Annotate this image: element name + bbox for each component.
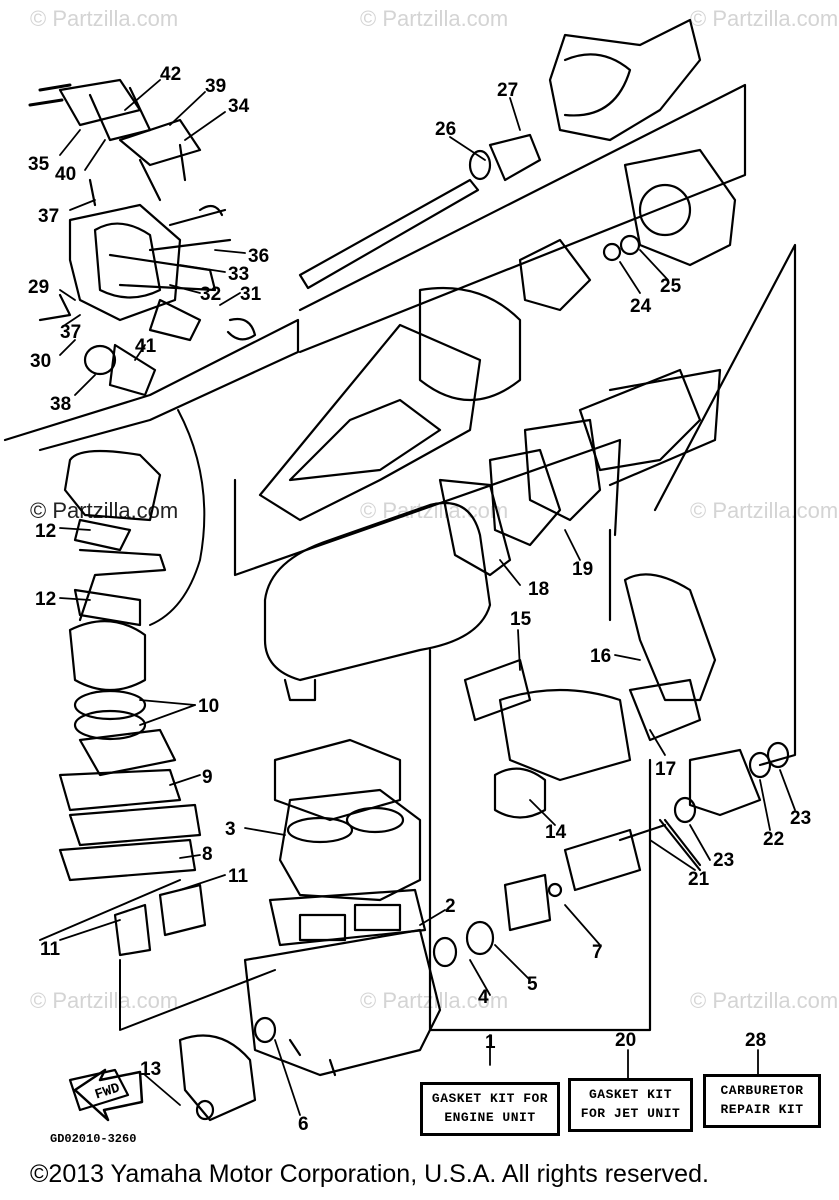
- callout-number: 31: [240, 284, 262, 305]
- callout-number: 19: [572, 559, 593, 580]
- callout-number: 2: [445, 896, 456, 917]
- callout-number: 37: [38, 206, 59, 227]
- callout-number: 39: [205, 76, 226, 97]
- callout-number: 23: [713, 850, 734, 871]
- carburetor-repair-kit-label: CARBURETOR REPAIR KIT: [703, 1074, 821, 1128]
- kit-line: GASKET KIT FOR: [431, 1091, 549, 1106]
- callout-number: 25: [660, 276, 682, 297]
- callout-number: 9: [202, 767, 213, 788]
- callout-number: 26: [435, 119, 456, 140]
- callout-number: 41: [135, 336, 157, 357]
- watermark: © Partzilla.com: [360, 988, 509, 1013]
- callout-number: 20: [615, 1030, 636, 1051]
- callout-number: 15: [510, 609, 532, 630]
- kit-line: CARBURETOR: [720, 1083, 804, 1098]
- callout-number: 11: [228, 866, 249, 887]
- callout-number: 23: [790, 808, 811, 829]
- kit-line: GASKET KIT: [588, 1087, 672, 1102]
- callout-number: 7: [592, 942, 603, 963]
- callout-number: 5: [527, 974, 538, 995]
- callout-number: 29: [28, 277, 49, 298]
- callout-number: 12: [35, 589, 56, 610]
- callout-number: 35: [28, 154, 50, 175]
- callout-number: 38: [50, 394, 71, 415]
- gasket-kit-engine-label: GASKET KIT FOR ENGINE UNIT: [420, 1082, 560, 1136]
- gasket-kit-jet-label: GASKET KIT FOR JET UNIT: [568, 1078, 693, 1132]
- callout-number: 14: [545, 822, 567, 843]
- jet-pump-assembly: [233, 18, 797, 767]
- callout-number: 10: [198, 696, 219, 717]
- diagram-code: GD02010-3260: [50, 1132, 137, 1146]
- callout-number: 40: [55, 164, 76, 185]
- watermark: © Partzilla.com: [690, 6, 839, 31]
- callout-number: 6: [298, 1114, 309, 1135]
- copyright-notice: ©2013 Yamaha Motor Corporation, U.S.A. A…: [30, 1160, 709, 1188]
- callout-number: 8: [202, 844, 213, 865]
- callout-number: 21: [688, 869, 710, 890]
- leader-lines: [59, 79, 796, 1116]
- callout-number: 3: [225, 819, 236, 840]
- callout-number: 34: [228, 96, 250, 117]
- watermark: © Partzilla.com: [360, 6, 509, 31]
- callout-number: 16: [590, 646, 611, 667]
- callout-number: 32: [200, 284, 221, 305]
- callout-number: 24: [630, 296, 652, 317]
- exhaust-assembly: [263, 368, 790, 1032]
- callout-number: 12: [35, 521, 56, 542]
- intake-stack: [39, 409, 276, 1031]
- exploded-parts-diagram: 42 39 34 35 40 37 36 33 29 32 31 37 30 4…: [3, 18, 811, 1135]
- callout-number: 11: [40, 939, 61, 960]
- callout-number: 28: [745, 1030, 766, 1051]
- callout-number: 4: [478, 987, 489, 1008]
- callout-number: 13: [140, 1059, 161, 1080]
- kit-line: ENGINE UNIT: [444, 1110, 536, 1125]
- watermark: © Partzilla.com: [690, 498, 839, 523]
- callout-number: 27: [497, 80, 518, 101]
- callout-number: 33: [228, 264, 249, 285]
- callout-number: 36: [248, 246, 269, 267]
- fwd-arrow-icon: [73, 1068, 144, 1122]
- callout-number: 22: [763, 829, 784, 850]
- carburetor-assembly: [3, 78, 300, 452]
- callout-number: 17: [655, 759, 676, 780]
- callout-number: 30: [30, 351, 51, 372]
- callout-number: 37: [60, 322, 81, 343]
- watermark: © Partzilla.com: [690, 988, 839, 1013]
- callout-number: 18: [528, 579, 549, 600]
- kit-line: FOR JET UNIT: [580, 1106, 681, 1121]
- watermark: © Partzilla.com: [30, 6, 179, 31]
- callout-number: 42: [160, 64, 181, 85]
- callout-labels: 42 39 34 35 40 37 36 33 29 32 31 37 30 4…: [28, 64, 811, 1135]
- watermark: © Partzilla.com: [30, 988, 179, 1013]
- watermark: © Partzilla.com: [360, 498, 509, 523]
- kit-line: REPAIR KIT: [720, 1102, 804, 1117]
- callout-number: 1: [485, 1032, 496, 1053]
